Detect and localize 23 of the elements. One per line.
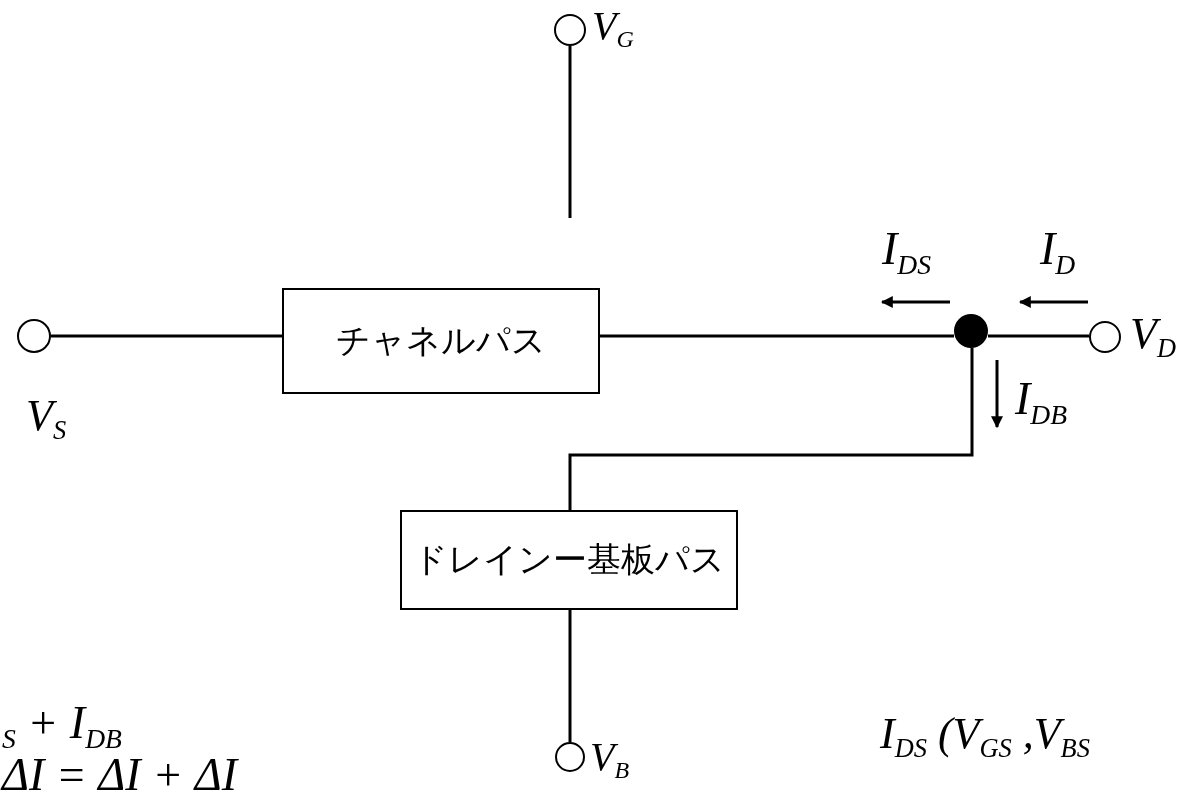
terminal-circle: [555, 742, 585, 772]
current-label: I$_{DS}$: [882, 226, 932, 279]
wire: [568, 348, 974, 510]
current-label: I$_{DB}$: [1015, 376, 1068, 429]
formula: $_{S}$ + I$_{DB}$: [2, 700, 122, 753]
current-label: I$_{D}$: [1040, 226, 1076, 279]
formula: I$_{DS}$ (V$_{GS}$ ,V$_{BS}$: [880, 712, 1090, 762]
terminal-label: V$_{B}$: [590, 737, 630, 783]
formula: ΔI = ΔI + ΔI: [2, 752, 238, 790]
wire: [600, 334, 954, 338]
terminal-label: V$_{D}$: [1130, 312, 1176, 362]
wire: [568, 46, 572, 218]
terminal-circle: [1089, 321, 1121, 353]
terminal-circle: [17, 319, 51, 353]
terminal-label: V$_{S}$: [26, 394, 67, 444]
wire: [988, 334, 1089, 338]
process-box: チャネルパス: [282, 288, 600, 394]
process-box: ドレインー基板パス: [400, 510, 738, 610]
terminal-label: V$_{G}$: [592, 6, 634, 52]
wire: [568, 610, 572, 742]
terminal-circle: [554, 14, 586, 46]
junction-dot: [954, 314, 988, 348]
wire: [51, 334, 282, 338]
